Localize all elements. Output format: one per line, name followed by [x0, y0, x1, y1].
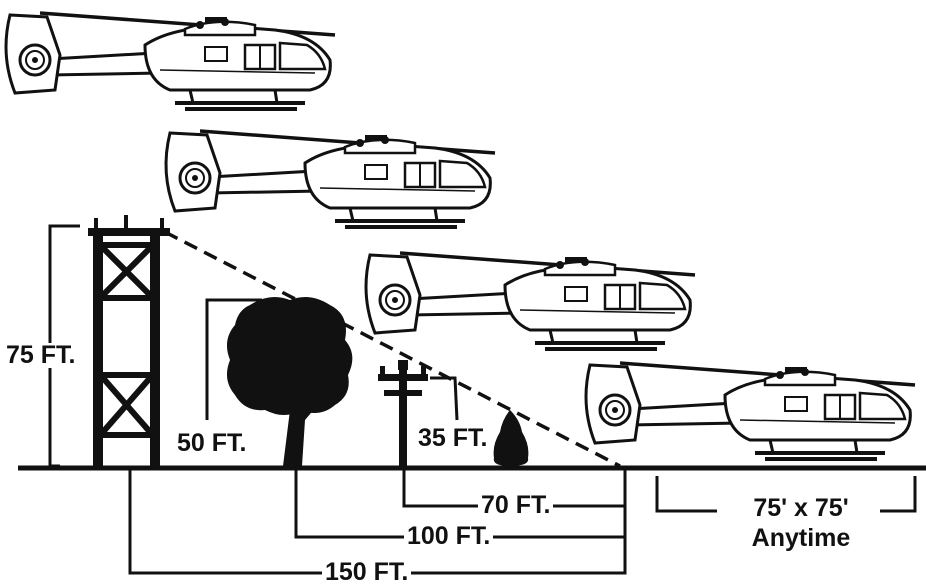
- tower-height-label: 75 FT.: [3, 343, 79, 368]
- shrub-icon: [493, 410, 529, 466]
- tree-height-bracket: [205, 298, 262, 420]
- approach-slope-line: [164, 230, 621, 468]
- pole-distance-label: 70 FT.: [478, 493, 554, 518]
- tower-icon: [88, 215, 170, 466]
- pole-height-bracket: [430, 376, 459, 421]
- utility-pole-icon: [378, 360, 428, 466]
- landing-zone-note-label: Anytime: [722, 526, 880, 551]
- tower-distance-label: 150 FT.: [322, 560, 412, 585]
- helicopter-icon: [364, 251, 697, 351]
- landing-zone-size-label: 75' x 75': [722, 496, 880, 521]
- tree-height-label: 50 FT.: [174, 431, 250, 456]
- tree-icon: [226, 296, 353, 466]
- helicopter-icon: [584, 361, 917, 461]
- pole-height-label: 35 FT.: [415, 426, 491, 451]
- helicopter-icon: [164, 129, 497, 229]
- helicopter-icon: [4, 11, 337, 111]
- landing-zone-bracket: [655, 476, 717, 513]
- tree-distance-label: 100 FT.: [404, 524, 494, 549]
- landing-zone-bracket: [880, 476, 917, 513]
